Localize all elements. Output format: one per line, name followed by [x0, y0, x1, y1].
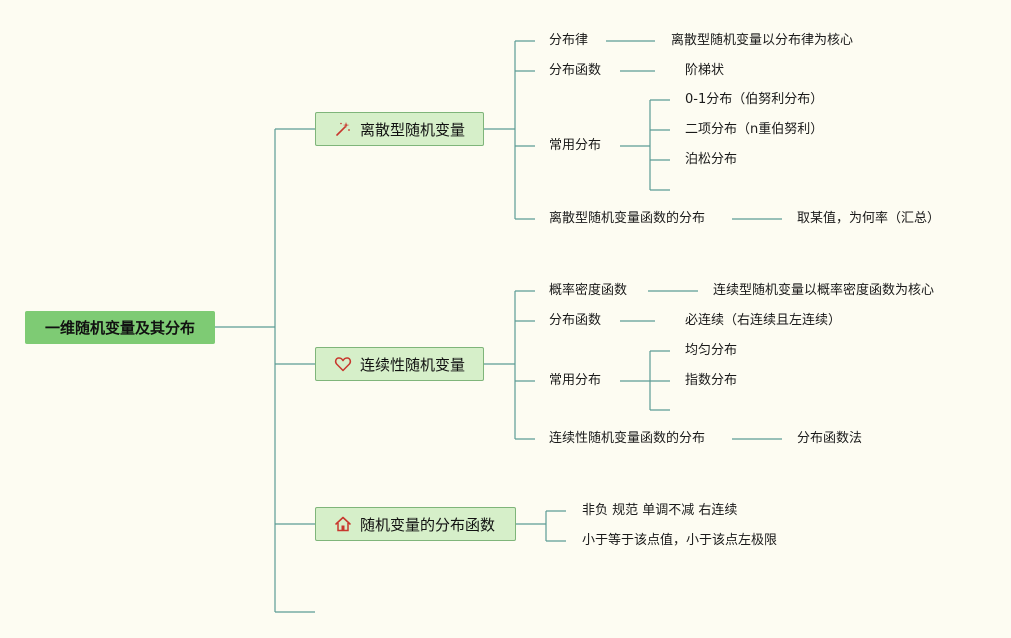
node-discrete-common-item[interactable]: 二项分布（n重伯努利） — [685, 122, 824, 137]
root-node[interactable]: 一维随机变量及其分布 — [25, 311, 215, 344]
node-discrete-function[interactable]: 离散型随机变量函数的分布 — [549, 211, 706, 226]
branch-distribution-function-label: 随机变量的分布函数 — [360, 515, 496, 534]
node-continuous-common-item[interactable]: 均匀分布 — [685, 343, 738, 358]
node-discrete-cdf[interactable]: 分布函数 — [549, 63, 602, 78]
node-discrete-cdf-note[interactable]: 阶梯状 — [685, 63, 725, 78]
heart-icon — [334, 355, 352, 373]
node-cdf-property[interactable]: 非负 规范 单调不减 右连续 — [582, 503, 738, 518]
node-discrete-common-item[interactable]: 0-1分布（伯努利分布） — [685, 92, 824, 107]
node-continuous-common-item[interactable]: 指数分布 — [685, 373, 738, 388]
node-continuous-common[interactable]: 常用分布 — [549, 373, 602, 388]
node-continuous-function-note[interactable]: 分布函数法 — [797, 431, 863, 446]
node-discrete-function-note[interactable]: 取某值，为何率（汇总） — [797, 211, 941, 226]
branch-continuous-label: 连续性随机变量 — [360, 355, 466, 374]
node-continuous-cdf[interactable]: 分布函数 — [549, 313, 602, 328]
node-pdf-note[interactable]: 连续型随机变量以概率密度函数为核心 — [713, 283, 935, 298]
node-distribution-law[interactable]: 分布律 — [549, 33, 589, 48]
branch-discrete-label: 离散型随机变量 — [360, 120, 466, 139]
node-cdf-property[interactable]: 小于等于该点值，小于该点左极限 — [582, 533, 778, 548]
home-icon — [334, 515, 352, 533]
node-discrete-common-item[interactable]: 泊松分布 — [685, 152, 738, 167]
node-discrete-common[interactable]: 常用分布 — [549, 138, 602, 153]
node-distribution-law-note[interactable]: 离散型随机变量以分布律为核心 — [671, 33, 854, 48]
node-pdf[interactable]: 概率密度函数 — [549, 283, 628, 298]
branch-continuous[interactable]: 连续性随机变量 — [315, 347, 484, 381]
node-continuous-function[interactable]: 连续性随机变量函数的分布 — [549, 431, 706, 446]
node-continuous-cdf-note[interactable]: 必连续（右连续且左连续） — [685, 313, 842, 328]
branch-discrete[interactable]: 离散型随机变量 — [315, 112, 484, 146]
magic-wand-icon — [334, 120, 352, 138]
branch-distribution-function[interactable]: 随机变量的分布函数 — [315, 507, 516, 541]
